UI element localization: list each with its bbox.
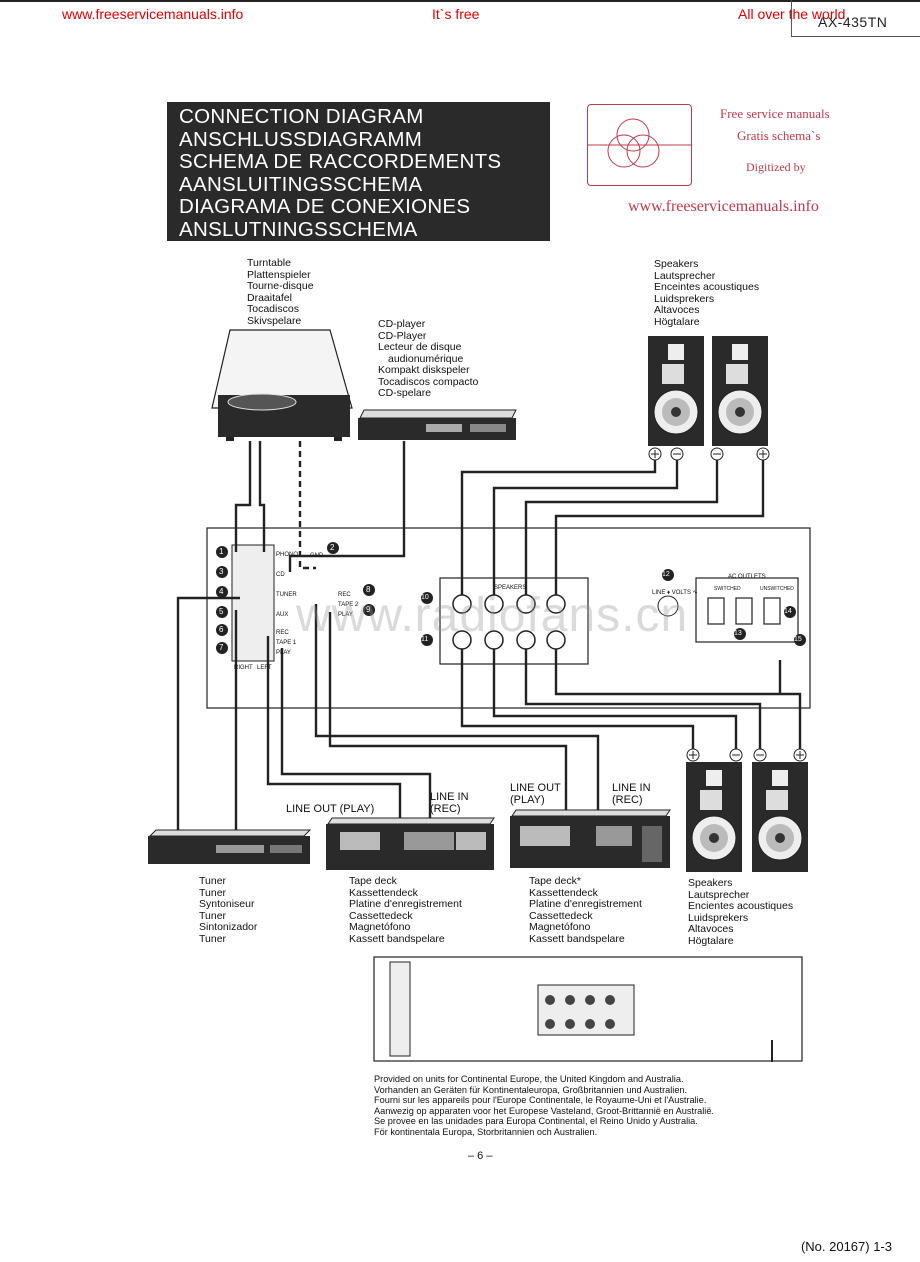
site-watermark: www.radiofans.cn <box>296 589 689 642</box>
unswitched-label: UNSWITCHED <box>760 586 794 592</box>
ac-outlets-label: AC OUTLETS <box>728 574 766 580</box>
callout-12: 12 <box>662 571 670 578</box>
tuner-input-label: TUNER <box>276 592 297 598</box>
inset-panel <box>373 956 803 1062</box>
watermark-line2: Gratis schema`s <box>737 128 821 143</box>
speaker-bottom-right <box>752 762 808 872</box>
site-link[interactable]: www.freeservicemanuals.info <box>62 6 244 22</box>
model-number: AX-435TN <box>818 14 888 30</box>
cd-player-device <box>358 409 517 440</box>
rec-label: REC <box>276 630 289 636</box>
callout-5: 5 <box>219 607 224 616</box>
callout-7: 7 <box>219 643 224 652</box>
cd-input-label: CD <box>276 572 285 578</box>
callout-6: 6 <box>219 625 224 634</box>
receiver-rear-panel <box>206 527 811 709</box>
tuner-device <box>148 829 312 864</box>
callout-2: 2 <box>330 543 335 552</box>
callout-8: 8 <box>366 585 371 594</box>
footnote: Provided on units for Continental Europe… <box>374 1074 714 1137</box>
callout-11: 11 <box>421 636 429 643</box>
speaker-terminals <box>452 594 566 650</box>
phono-label: PHONO <box>276 552 299 558</box>
title-line: AANSLUITINGSSCHEMA <box>179 172 423 196</box>
tape2-play-label: PLAY <box>338 612 353 618</box>
line-out-play-2-label: LINE OUT(PLAY) <box>510 782 561 806</box>
title-line: DIAGRAMA DE CONEXIONES <box>179 195 471 218</box>
line-volts-label: LINE ♦ VOLTS ∿ <box>652 590 698 596</box>
title-line: SCHEMA DE RACCORDEMENTS <box>179 150 502 173</box>
page-number: – 6 – <box>468 1150 493 1162</box>
doc-number: (No. 20167) 1-3 <box>800 1239 892 1254</box>
speaker-bottom-left <box>686 762 742 872</box>
tape2-rec-label: REC <box>338 592 351 598</box>
right-label: RIGHT <box>234 665 253 671</box>
top-border <box>0 0 920 2</box>
title-block: CONNECTION DIAGRAM ANSCHLUSSDIAGRAMM SCH… <box>167 102 550 241</box>
speakers-board-label: SPEAKERS <box>494 585 527 591</box>
turntable-device <box>211 329 353 441</box>
tape2-label: TAPE 2 <box>338 602 359 608</box>
play-label: PLAY <box>276 650 291 656</box>
watermark-url: www.freeservicemanuals.info <box>628 198 819 215</box>
line-in-rec-2-label: LINE IN(REC) <box>612 782 651 806</box>
ac-outlet-board <box>695 577 799 643</box>
tape-deck1-device <box>326 817 495 870</box>
left-label: LEFT <box>257 665 272 671</box>
line-out-play-label: LINE OUT (PLAY) <box>286 803 375 815</box>
callout-1: 1 <box>219 547 224 556</box>
watermark-logo <box>587 104 692 186</box>
speaker-terminal-board <box>439 577 589 665</box>
speaker-top-left <box>648 336 704 446</box>
aux-input-label: AUX <box>276 612 289 618</box>
callout-3: 3 <box>219 567 224 576</box>
callout-9: 9 <box>366 605 371 614</box>
title-line: CONNECTION DIAGRAM <box>179 105 424 128</box>
callout-15: 15 <box>794 636 802 643</box>
callout-10: 10 <box>421 594 429 601</box>
free-text: It`s free <box>432 6 480 22</box>
line-in-rec-1-label: LINE IN(REC) <box>430 791 469 815</box>
model-box: AX-435TN <box>791 0 920 37</box>
watermark-line3: Digitized by <box>746 160 806 174</box>
speaker-top-right <box>712 336 768 446</box>
title-line: ANSCHLUSSDIAGRAMM <box>179 127 423 151</box>
callout-14: 14 <box>784 608 792 615</box>
tape-deck2-device <box>510 809 671 868</box>
callout-4: 4 <box>219 587 224 596</box>
gnd-label: GND <box>310 553 324 559</box>
switched-label: SWITCHED <box>714 586 741 592</box>
title-line: ANSLUTNINGSSCHEMA <box>179 217 418 241</box>
tape1-label: TAPE 1 <box>276 640 297 646</box>
callout-13: 13 <box>734 630 742 637</box>
watermark-line1: Free service manuals <box>720 106 830 121</box>
